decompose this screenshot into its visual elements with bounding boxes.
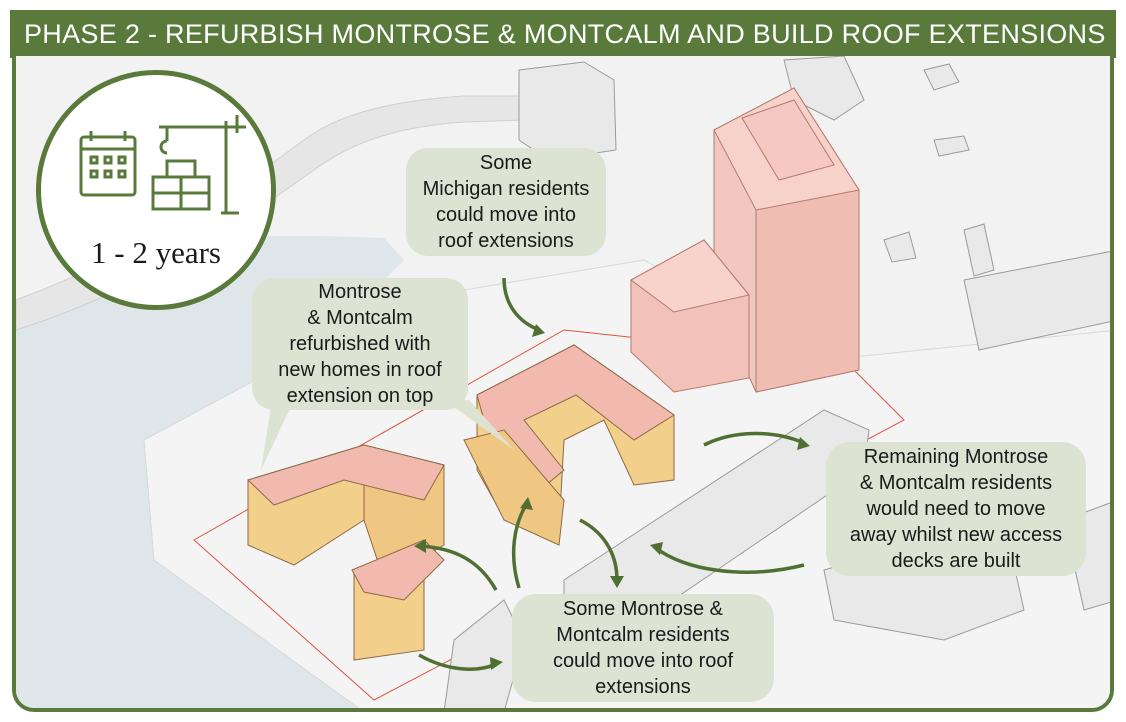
context-buildings [444,56,1110,708]
crane-icon [159,115,246,215]
site-boundary [193,329,905,701]
callout-tails [261,400,514,470]
callout-some-move: Some Montrose & Montcalm residents could… [512,594,774,702]
callout-refurbished: Montrose & Montcalm refurbished with new… [252,278,468,410]
montrose-montcalm-blocks [247,344,675,661]
callout-michigan: Some Michigan residents could move into … [406,148,606,256]
duration-icons [79,115,246,215]
phase-title: PHASE 2 - REFURBISH MONTROSE & MONTCALM … [10,10,1116,58]
duration-label: 1 - 2 years [91,235,221,270]
calendar-icon [79,131,137,197]
isometric-site-plan [16,56,1110,708]
duration-badge: 1 - 2 years [36,70,276,310]
site-panel: 1 - 2 years Some Michigan residents coul… [12,56,1114,712]
michigan-tower [630,87,860,393]
bricks-icon [151,159,211,211]
movement-arrows [418,277,805,671]
callout-remaining: Remaining Montrose & Montcalm residents … [826,442,1086,576]
arrow-heads [414,324,810,670]
